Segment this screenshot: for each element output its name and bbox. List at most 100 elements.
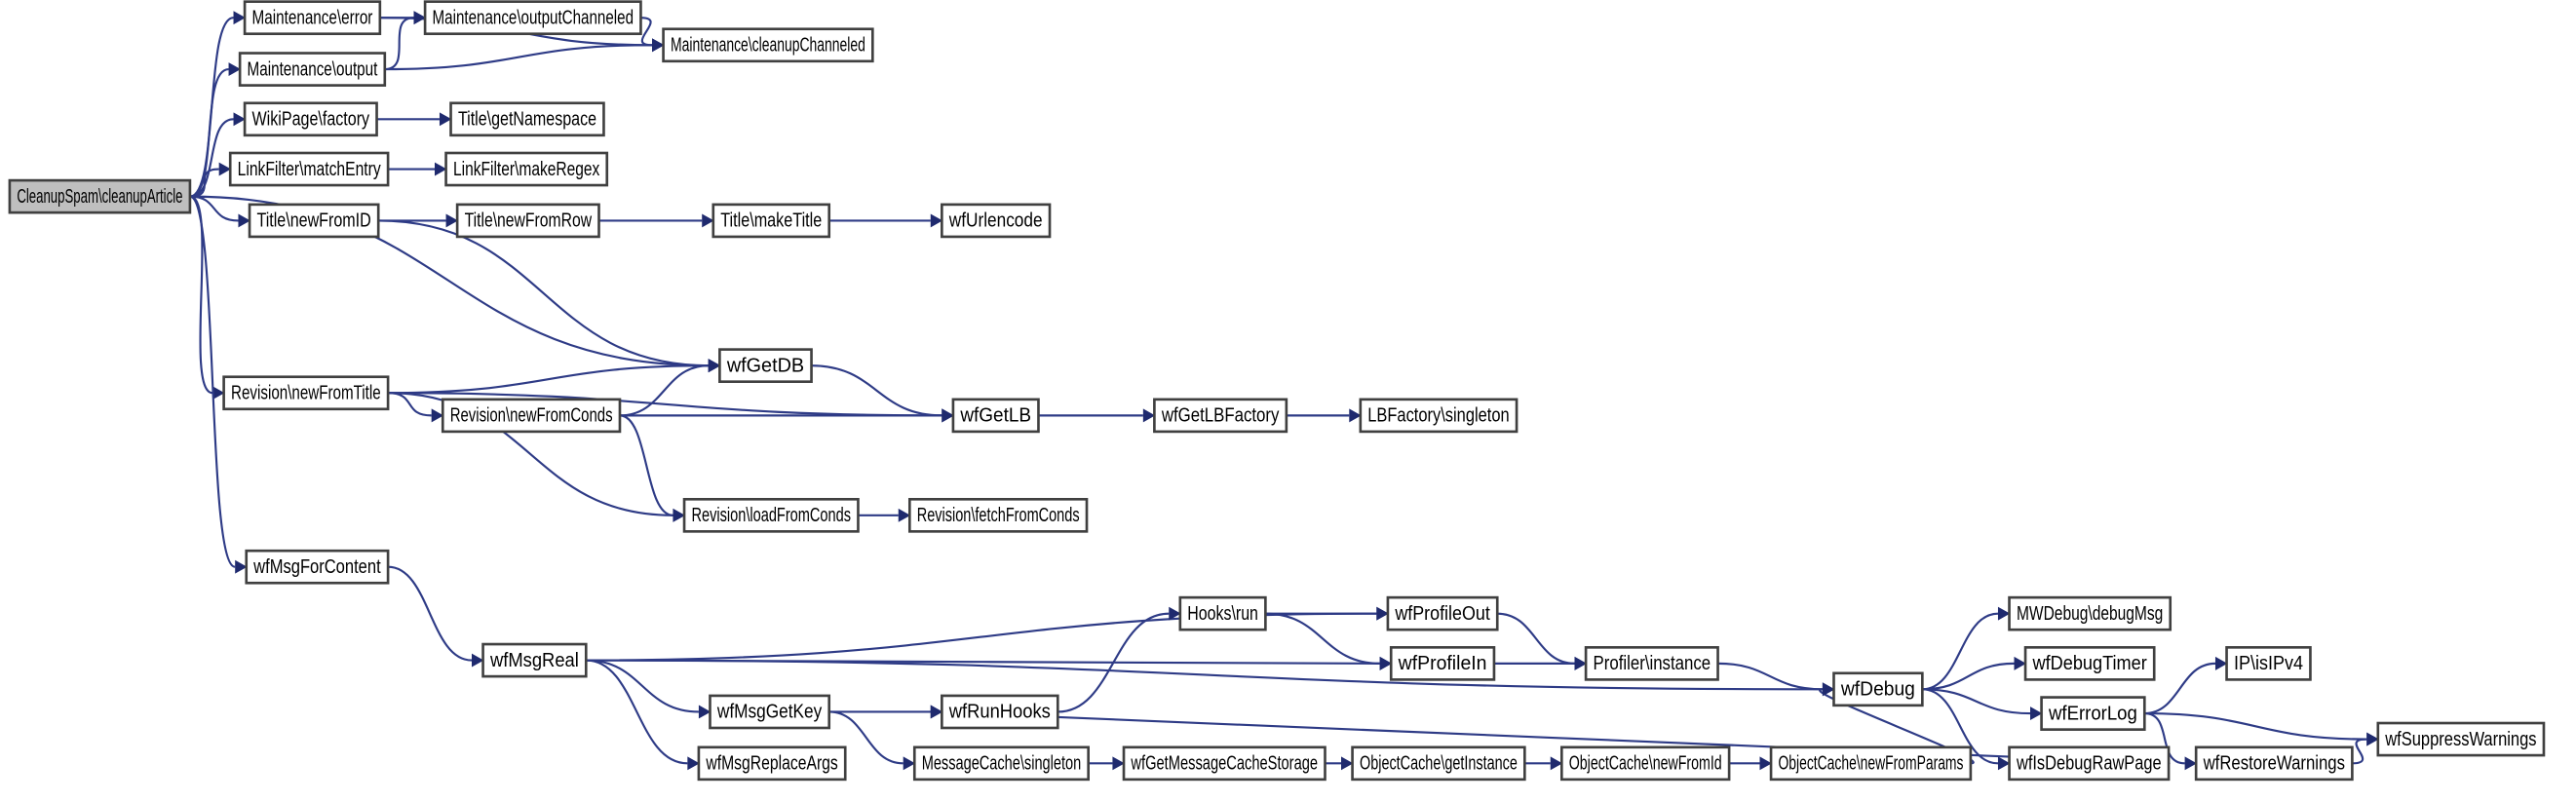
node-box[interactable] [662,27,874,63]
node-box[interactable] [941,203,1052,239]
node-box[interactable] [951,398,1040,434]
node-box[interactable] [912,745,1090,782]
graph-node-wf-msg-real[interactable]: wfMsgReal [481,642,588,678]
call-edge-arrowhead [2030,707,2043,721]
node-label: LBFactory\singleton [1367,404,1509,427]
graph-node-wiki-page-factory[interactable]: WikiPage\factory [243,101,378,137]
node-box[interactable] [2040,696,2146,731]
node-box[interactable] [1153,398,1288,434]
node-box[interactable] [228,151,390,187]
call-edge [1922,662,2015,691]
graph-node-title-new-from-id[interactable]: Title\newFromID [248,203,380,239]
call-edge-arrowhead [413,11,426,25]
node-box[interactable] [481,642,588,678]
graph-node-wf-urlencode[interactable]: wfUrlencode [941,203,1052,239]
node-box[interactable] [1351,745,1526,782]
node-box[interactable] [1359,398,1519,434]
node-box[interactable] [1832,671,1924,707]
graph-node-wf-msg-get-key[interactable]: wfMsgGetKey [709,694,831,730]
graph-node-maintenance-output-channeled[interactable]: Maintenance\outputChanneled [423,0,642,36]
graph-node-revision-load-from-conds[interactable]: Revision\loadFromConds [682,497,860,533]
graph-node-wf-debug-timer[interactable]: wfDebugTimer [2023,646,2156,681]
node-box[interactable] [1559,745,1731,782]
graph-node-wf-run-hooks[interactable]: wfRunHooks [941,694,1059,730]
graph-node-maintenance-cleanup-channeled[interactable]: Maintenance\cleanupChanneled [662,27,874,63]
node-box[interactable] [907,497,1089,533]
graph-node-object-cache-get-instance[interactable]: ObjectCache\getInstance [1351,745,1526,782]
graph-node-object-cache-new-from-params[interactable]: ObjectCache\newFromParams [1769,745,1973,782]
edges-layer [189,11,2379,771]
graph-node-title-new-from-row[interactable]: Title\newFromRow [455,203,600,239]
node-box[interactable] [2225,646,2312,681]
graph-node-wf-restore-warnings[interactable]: wfRestoreWarnings [2194,745,2354,782]
node-box[interactable] [222,375,390,411]
node-box[interactable] [718,348,813,383]
node-box[interactable] [1769,745,1973,782]
node-box[interactable] [441,398,622,434]
node-box[interactable] [449,101,605,137]
call-edge-arrowhead [1574,656,1587,670]
graph-node-cleanup-spam-cleanup-article[interactable]: CleanupSpam\cleanupArticle [8,178,192,214]
graph-node-revision-new-from-title[interactable]: Revision\newFromTitle [222,375,390,411]
graph-node-lbfactory-singleton[interactable]: LBFactory\singleton [1359,398,1519,434]
call-edge [189,195,236,568]
node-box[interactable] [2023,646,2156,681]
call-edge-arrowhead [1341,756,1354,771]
node-box[interactable] [1584,646,1719,681]
graph-node-wf-msg-replace-args[interactable]: wfMsgReplaceArgs [697,745,847,782]
graph-node-title-make-title[interactable]: Title\makeTitle [711,203,831,239]
node-label: wfRestoreWarnings [2203,752,2345,775]
node-box[interactable] [2376,721,2546,757]
node-box[interactable] [2008,595,2172,631]
graph-node-wf-error-log[interactable]: wfErrorLog [2040,696,2146,731]
node-box[interactable] [1122,745,1326,782]
graph-node-wf-get-message-cache-storage[interactable]: wfGetMessageCacheStorage [1122,745,1326,782]
node-box[interactable] [423,0,642,36]
node-box[interactable] [245,549,390,585]
graph-node-revision-new-from-conds[interactable]: Revision\newFromConds [441,398,622,434]
graph-node-maintenance-output[interactable]: Maintenance\output [238,52,387,87]
graph-node-mwdebug-debug-msg[interactable]: MWDebug\debugMsg [2008,595,2172,631]
graph-node-title-get-namespace[interactable]: Title\getNamespace [449,101,605,137]
node-box[interactable] [1178,595,1267,631]
node-box[interactable] [248,203,380,239]
graph-node-wf-is-debug-raw-page[interactable]: wfIsDebugRawPage [2008,745,2171,782]
graph-node-wf-get-lbfactory[interactable]: wfGetLBFactory [1153,398,1288,434]
graph-node-wf-get-db[interactable]: wfGetDB [718,348,813,383]
graph-node-link-filter-match-entry[interactable]: LinkFilter\matchEntry [228,151,390,187]
graph-node-wf-msg-for-content[interactable]: wfMsgForContent [245,549,390,585]
graph-node-wf-profile-out[interactable]: wfProfileOut [1386,595,1499,631]
graph-node-revision-fetch-from-conds[interactable]: Revision\fetchFromConds [907,497,1089,533]
node-box[interactable] [2194,745,2354,782]
node-box[interactable] [455,203,600,239]
node-box[interactable] [2008,745,2171,782]
graph-node-wf-debug[interactable]: wfDebug [1832,671,1924,707]
node-box[interactable] [1386,595,1499,631]
graph-node-hooks-run[interactable]: Hooks\run [1178,595,1267,631]
node-box[interactable] [682,497,860,533]
graph-node-object-cache-new-from-id[interactable]: ObjectCache\newFromId [1559,745,1731,782]
node-box[interactable] [444,151,609,187]
node-box[interactable] [711,203,831,239]
graph-node-maintenance-error[interactable]: Maintenance\error [243,0,382,36]
node-box[interactable] [697,745,847,782]
node-box[interactable] [238,52,387,87]
node-box[interactable] [8,178,192,214]
graph-node-ip-is-ipv4[interactable]: IP\isIPv4 [2225,646,2312,681]
node-box[interactable] [941,694,1059,730]
node-label: wfUrlencode [948,210,1043,232]
node-box[interactable] [243,0,382,36]
graph-node-message-cache-singleton[interactable]: MessageCache\singleton [912,745,1090,782]
call-edge [1922,612,1999,691]
graph-node-wf-suppress-warnings[interactable]: wfSuppressWarnings [2376,721,2546,757]
node-box[interactable] [243,101,378,137]
call-edge-arrowhead [1349,408,1362,423]
graph-node-link-filter-make-regex[interactable]: LinkFilter\makeRegex [444,151,609,187]
graph-node-wf-profile-in[interactable]: wfProfileIn [1389,646,1496,681]
graph-node-wf-get-lb[interactable]: wfGetLB [951,398,1040,434]
graph-node-profiler-instance[interactable]: Profiler\instance [1584,646,1719,681]
node-box[interactable] [709,694,831,730]
node-box[interactable] [1389,646,1496,681]
call-edge-arrowhead [1112,756,1125,771]
